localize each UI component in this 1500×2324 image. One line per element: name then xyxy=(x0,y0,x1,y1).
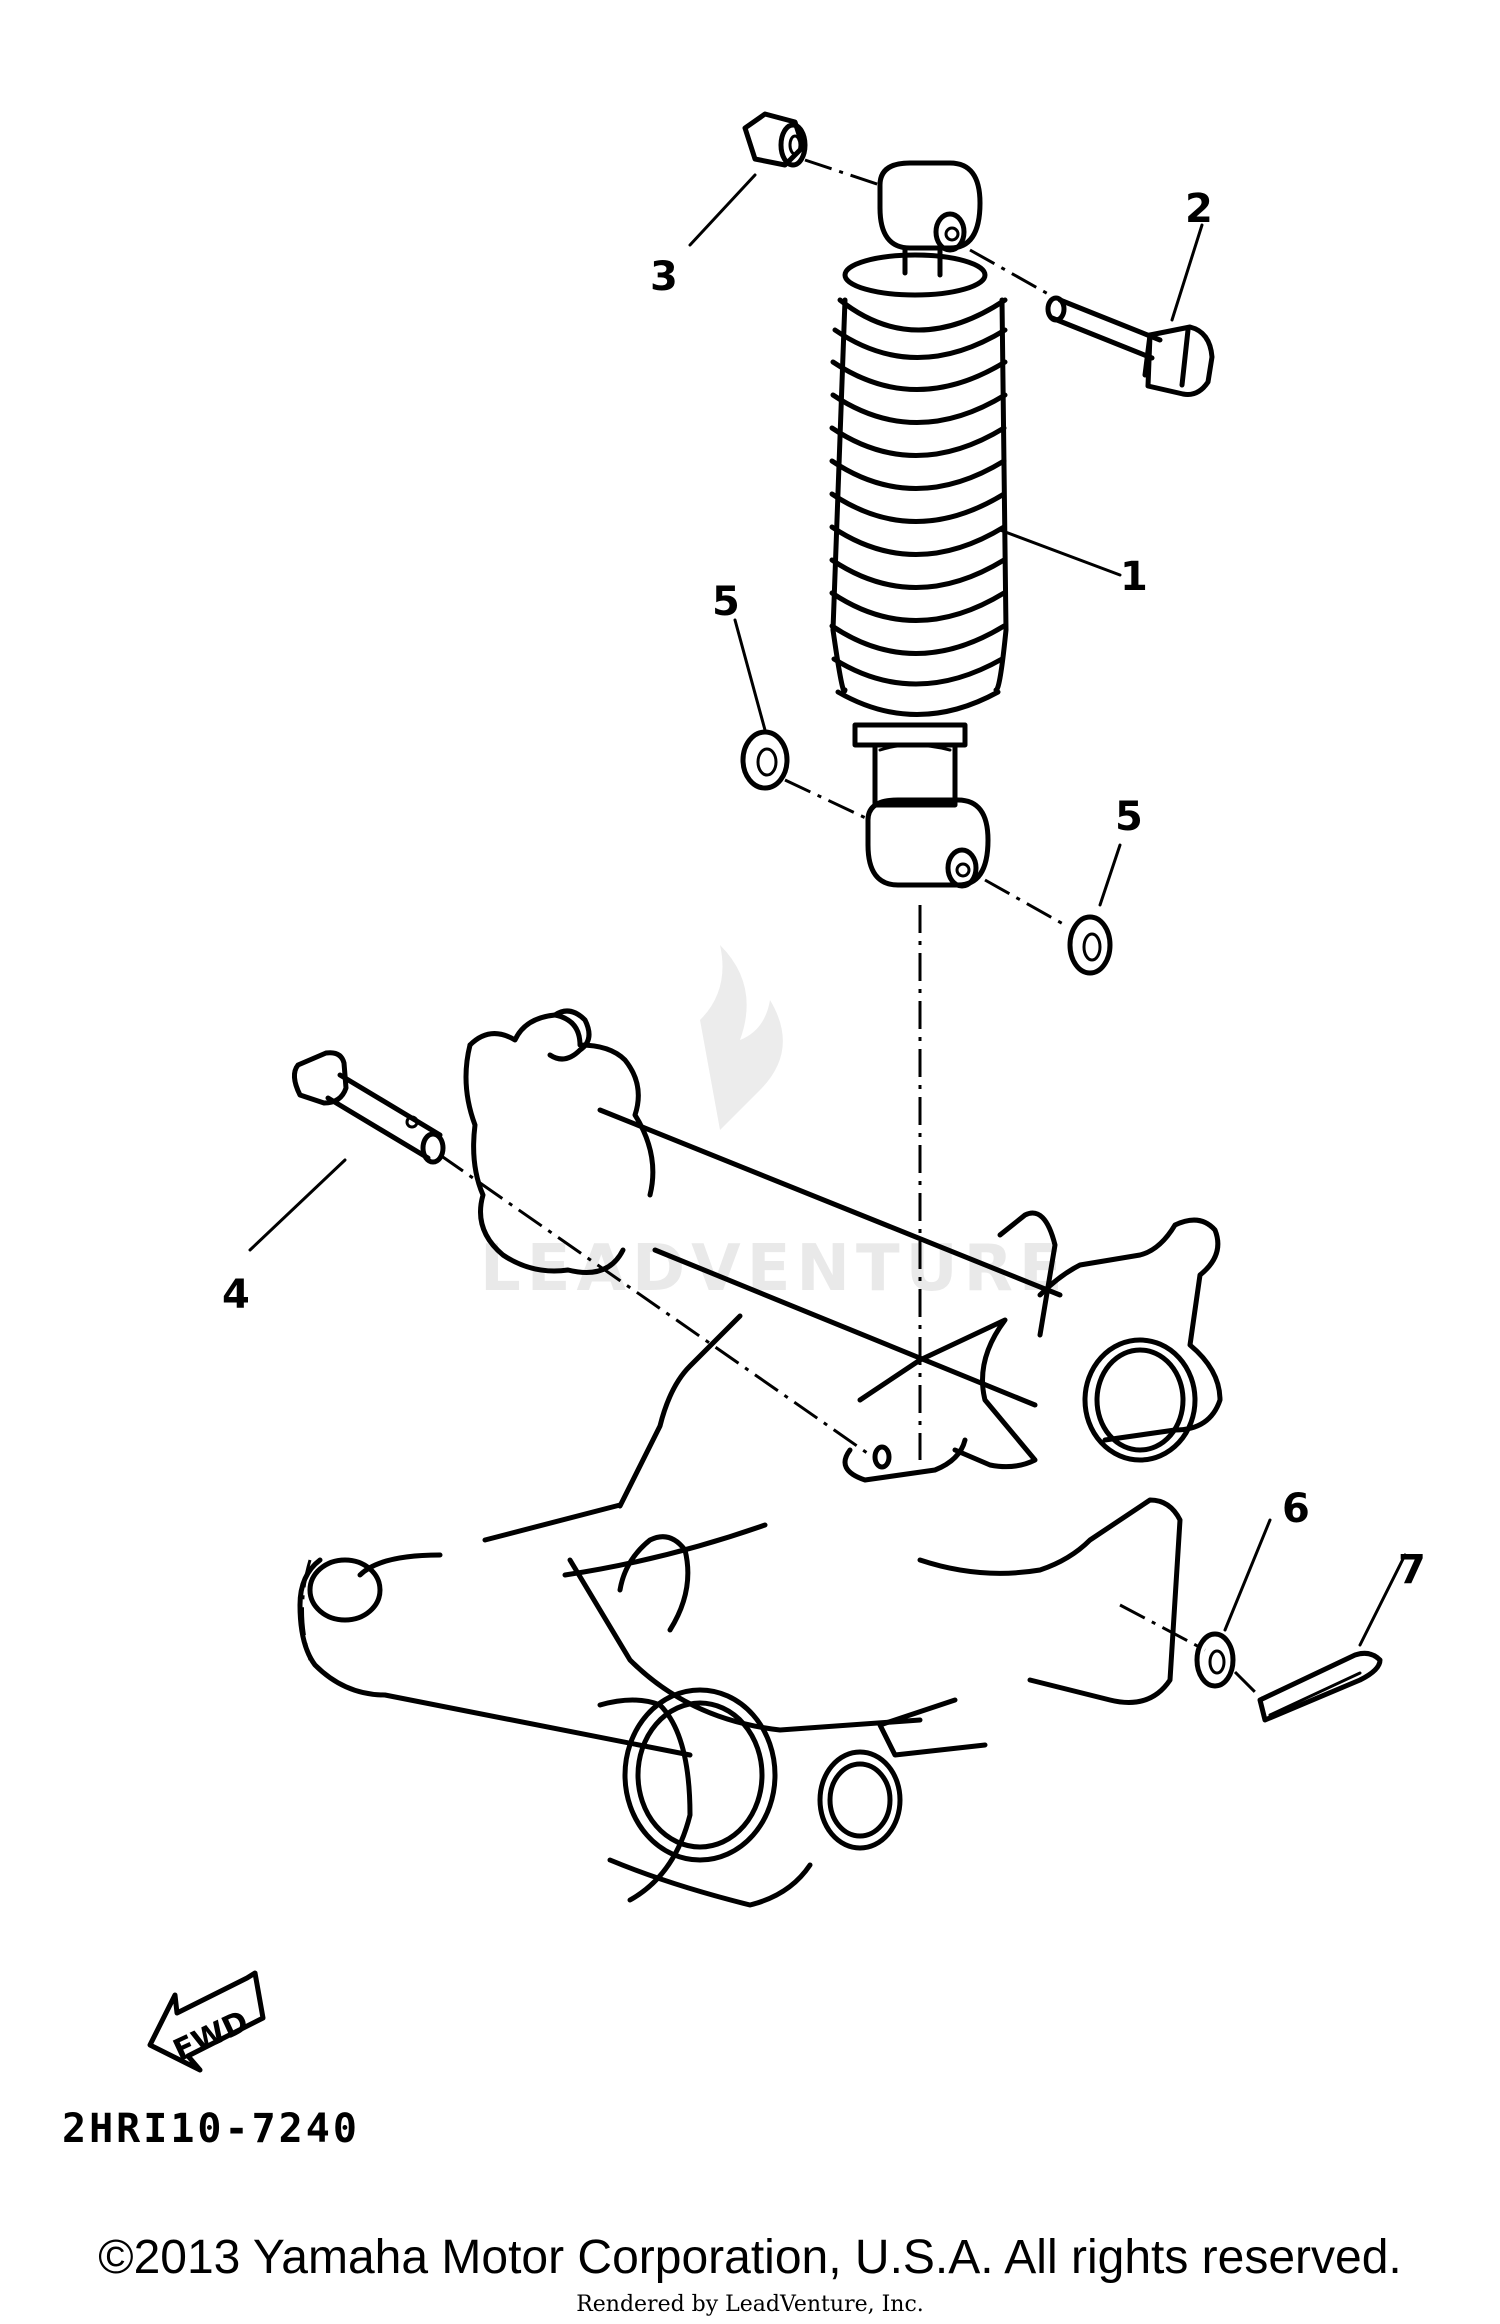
pivot-bolt xyxy=(292,1050,446,1165)
watermark-text: LEADVENTURE xyxy=(480,1232,1069,1306)
watermark: LEADVENTURE xyxy=(480,945,1069,1306)
callout-leaders xyxy=(248,173,1407,1647)
washer-axle xyxy=(1194,1631,1236,1689)
cotter-pin xyxy=(1257,1650,1383,1723)
washer-upper xyxy=(740,729,790,791)
callout-4: 4 xyxy=(222,1272,250,1318)
copyright-notice: ©2013 Yamaha Motor Corporation, U.S.A. A… xyxy=(98,2231,1402,2284)
fwd-arrow: FWD xyxy=(147,1970,266,2073)
callout-2: 2 xyxy=(1185,186,1213,232)
bolt-top-mount xyxy=(1045,295,1215,397)
rendered-by-notice: Rendered by LeadVenture, Inc. xyxy=(576,2292,924,2317)
nut-top xyxy=(742,111,808,168)
assembly-lines xyxy=(439,158,1267,1704)
swingarm xyxy=(297,1008,1223,1908)
callout-3: 3 xyxy=(650,254,678,300)
washer-lower xyxy=(1067,914,1113,976)
rear-shock-absorber xyxy=(829,160,1009,889)
drawing-code: 2HRI10-7240 xyxy=(62,2106,360,2152)
callout-6: 6 xyxy=(1282,1486,1310,1532)
callout-1: 1 xyxy=(1120,554,1148,600)
callout-7: 7 xyxy=(1398,1547,1426,1593)
callout-5-lower: 5 xyxy=(1115,794,1143,840)
coil-spring xyxy=(829,252,1009,717)
callout-5-upper: 5 xyxy=(712,579,740,625)
